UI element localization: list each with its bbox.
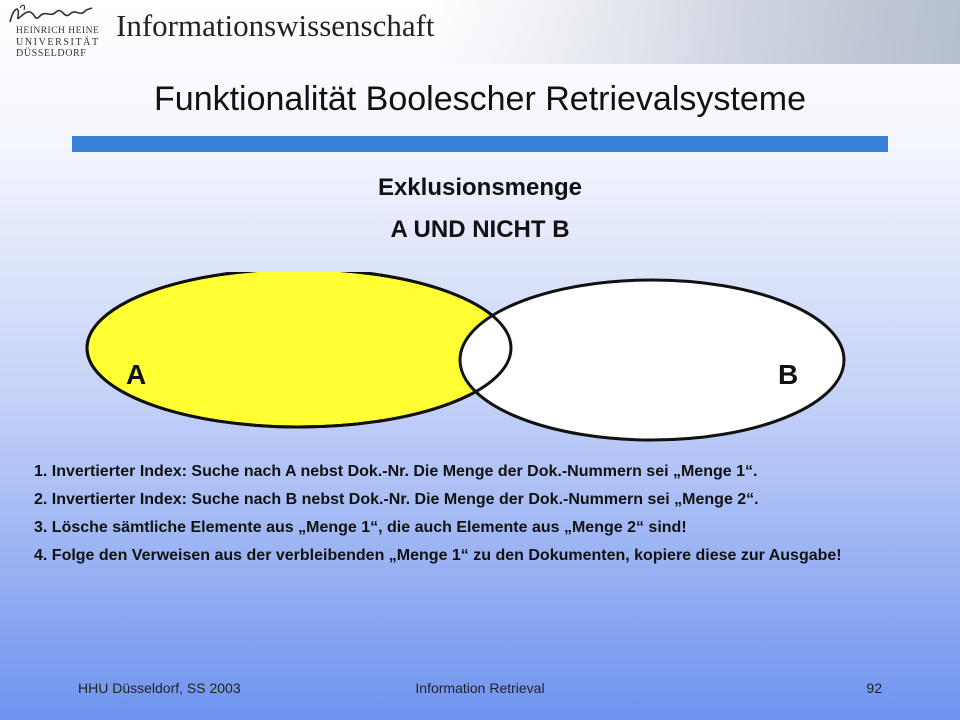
boolean-expression: A UND NICHT B bbox=[390, 216, 570, 243]
department-name: Informationswissenschaft bbox=[116, 8, 435, 43]
heine-signature-icon bbox=[9, 4, 93, 23]
step-item: 2. Invertierter Index: Suche nach B nebs… bbox=[34, 491, 759, 508]
header-banner-image bbox=[432, 0, 960, 64]
set-a-outline bbox=[85, 272, 513, 429]
title-accent-bar bbox=[72, 136, 888, 152]
slide-header: HEINRICH HEINE UNIVERSITÄT DÜSSELDORF In… bbox=[0, 0, 960, 70]
university-logo: HEINRICH HEINE UNIVERSITÄT DÜSSELDORF bbox=[2, 2, 100, 62]
step-item: 3. Lösche sämtliche Elemente aus „Menge … bbox=[34, 519, 687, 536]
university-name-line-3: DÜSSELDORF bbox=[16, 48, 87, 59]
page-title: Funktionalität Boolescher Retrievalsyste… bbox=[154, 80, 806, 118]
set-a-label: A bbox=[126, 359, 146, 390]
set-b-label: B bbox=[778, 359, 798, 390]
section-heading: Exklusionsmenge bbox=[377, 174, 583, 201]
step-item: 1. Invertierter Index: Suche nach A nebs… bbox=[34, 463, 758, 480]
footer-course-title: Information Retrieval bbox=[415, 680, 545, 696]
algorithm-steps: 1. Invertierter Index: Suche nach A nebs… bbox=[34, 462, 924, 574]
venn-diagram: A B bbox=[85, 272, 846, 442]
set-b-ellipse bbox=[458, 278, 846, 442]
page-number: 92 bbox=[866, 680, 882, 696]
footer-course-info: HHU Düsseldorf, SS 2003 bbox=[78, 680, 241, 696]
university-name-line-1: HEINRICH HEINE bbox=[16, 26, 100, 36]
university-name-line-2: UNIVERSITÄT bbox=[16, 37, 100, 48]
step-item: 4. Folge den Verweisen aus der verbleibe… bbox=[34, 547, 842, 564]
